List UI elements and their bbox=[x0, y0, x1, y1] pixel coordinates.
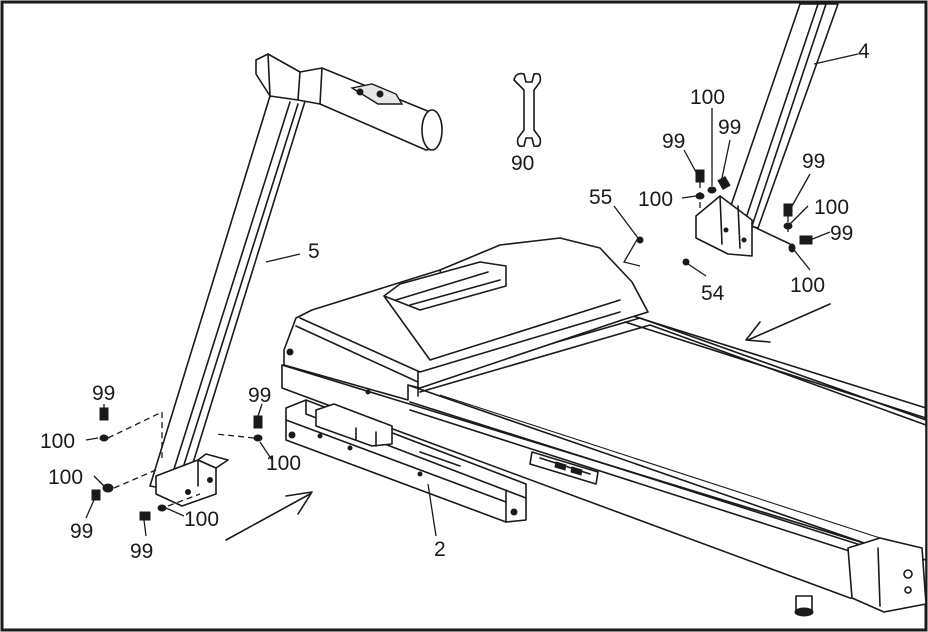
wrench-icon bbox=[513, 72, 542, 148]
callout-99-right-d: 99 bbox=[830, 222, 853, 245]
left-upright-part-5 bbox=[149, 53, 443, 507]
callout-99-left-a: 99 bbox=[92, 382, 115, 405]
callout-100-right-top: 100 bbox=[690, 86, 725, 109]
leader-lines bbox=[85, 53, 859, 537]
hardware-left bbox=[91, 407, 263, 521]
hardware-right bbox=[636, 169, 813, 266]
direction-arrow-right bbox=[745, 303, 831, 343]
callout-100-right-d: 100 bbox=[790, 274, 825, 297]
callout-55: 55 bbox=[589, 186, 612, 209]
motor-hood bbox=[283, 237, 649, 401]
callout-5: 5 bbox=[308, 240, 320, 263]
callout-100-mid: 100 bbox=[266, 452, 301, 475]
callout-90: 90 bbox=[511, 152, 534, 175]
treadmill-deck bbox=[281, 311, 927, 617]
right-upright-part-4 bbox=[695, 3, 839, 257]
callout-100-left-a: 100 bbox=[40, 430, 75, 453]
callout-100-right-mid: 100 bbox=[638, 188, 673, 211]
base-frame-part-2 bbox=[285, 399, 527, 523]
callout-99-mid: 99 bbox=[248, 384, 271, 407]
direction-arrow-left bbox=[225, 491, 313, 541]
callout-54: 54 bbox=[701, 282, 725, 305]
callout-4: 4 bbox=[858, 40, 870, 63]
callout-2: 2 bbox=[434, 538, 446, 561]
callout-99-right-a: 99 bbox=[718, 116, 741, 139]
callout-99-right-b: 99 bbox=[662, 130, 685, 153]
callout-99-right-c: 99 bbox=[802, 150, 825, 173]
callout-99-left-b: 99 bbox=[70, 520, 93, 543]
callout-99-left-c: 99 bbox=[130, 540, 153, 563]
callout-100-right-c: 100 bbox=[814, 196, 849, 219]
callout-100-left-b: 100 bbox=[48, 466, 83, 489]
callout-100-left-c: 100 bbox=[184, 508, 219, 531]
